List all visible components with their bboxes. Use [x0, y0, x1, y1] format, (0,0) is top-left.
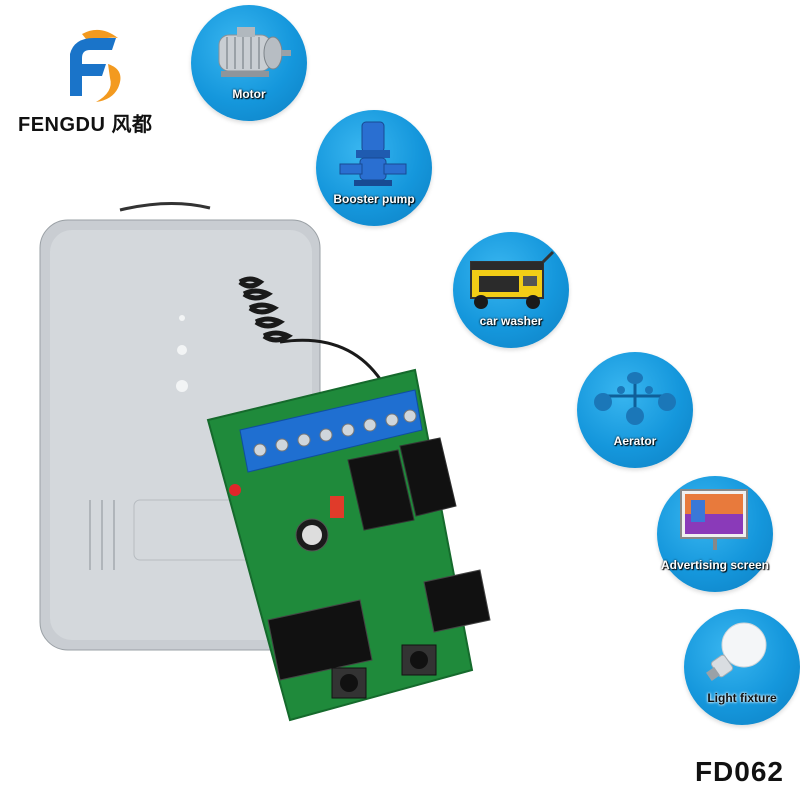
receiver-pcb: [206, 368, 491, 722]
motor-icon: [218, 27, 291, 77]
application-motor: Motor: [191, 5, 307, 121]
car-washer-icon: [470, 250, 555, 309]
brand-logo: FENGDU 风都: [18, 24, 178, 136]
application-label: Advertising screen: [660, 558, 770, 572]
application-label: Aerator: [613, 434, 657, 448]
application-aerator: Aerator: [577, 352, 693, 468]
screen-icon: [680, 489, 748, 550]
model-number: FD062: [694, 756, 784, 787]
aerator-icon: [594, 372, 676, 425]
application-advertising-screen: Advertising screen: [657, 476, 773, 592]
bulb-icon: [706, 622, 767, 681]
application-car-washer: car washer: [453, 232, 569, 348]
fengdu-logo-icon: [70, 29, 121, 102]
application-light-fixture: Light fixture: [684, 609, 800, 725]
application-label: Light fixture: [707, 691, 777, 705]
pump-icon: [339, 121, 407, 186]
application-label: Booster pump: [333, 192, 415, 206]
application-label: Motor: [232, 87, 266, 101]
application-label: car washer: [479, 314, 543, 328]
application-booster-pump: Booster pump: [316, 110, 432, 226]
receiver-device-illustration: [39, 202, 491, 722]
brand-name: FENGDU 风都: [18, 114, 153, 136]
